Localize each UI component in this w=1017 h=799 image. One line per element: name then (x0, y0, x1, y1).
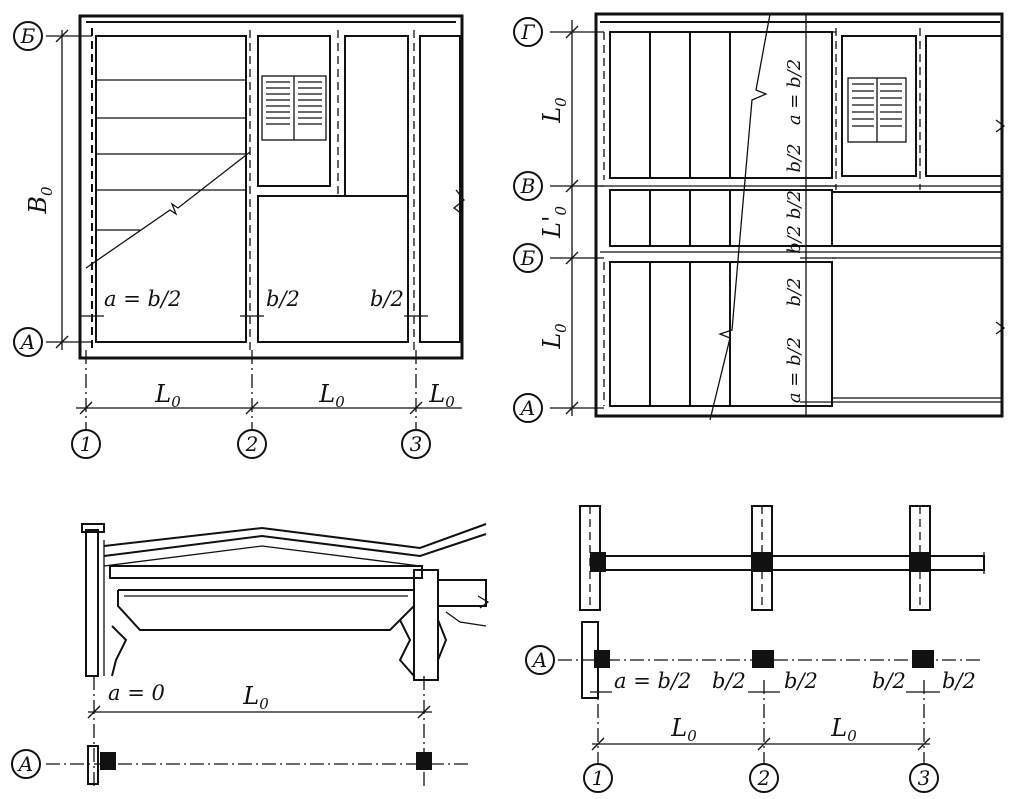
plan-top-right: Г В Б А L0 L'0 L0 a = b/2 b/2 b/2 b/2 b/… (513, 12, 1006, 423)
offset-mid: b/2 (266, 287, 300, 311)
span-section: L0 (242, 682, 269, 713)
axis-label-a: А (18, 330, 35, 354)
slab-panel-2 (257, 195, 409, 343)
axis-bubble-1 (71, 429, 101, 459)
axis-bubble-g (513, 17, 543, 47)
axis-label-b: Б (20, 24, 36, 48)
offset-first-plan: a = b/2 (614, 669, 691, 693)
axis-label-a-section: А (16, 752, 33, 776)
column-mid (413, 569, 439, 681)
plan-top-left: Б А 1 2 3 B0 a = b/2 b/2 b/2 L0 L0 L0 (13, 14, 465, 459)
axis-bubble-a-section (11, 749, 41, 779)
span-top: L0 (538, 97, 570, 124)
axis-label-3: 3 (410, 432, 423, 456)
axis-label-1-plan: 1 (592, 766, 605, 790)
bay-bottom-panel (609, 261, 833, 407)
axis-label-g: Г (520, 20, 535, 44)
axis-label-v: В (520, 174, 536, 198)
axis-label-2-plan: 2 (757, 766, 771, 790)
break-line-right (709, 13, 771, 421)
break-line (85, 151, 251, 269)
offset-2-left: b/2 (712, 669, 746, 693)
axis-bubble-2 (237, 429, 267, 459)
span-mid: L'0 (538, 206, 570, 240)
offset-upper: b/2 (784, 143, 805, 172)
corridor-panel (609, 189, 833, 247)
span-bottom: L0 (538, 323, 570, 350)
dim-width: B0 (24, 186, 56, 215)
axis-bubble-a (13, 327, 43, 357)
axis-bubble-3-plan (909, 763, 939, 793)
marker-2 (752, 650, 774, 668)
plan-bottom-right: А 1 2 3 a = b/2 b/2 b/2 b/2 b/2 L0 L0 (525, 505, 985, 793)
span-2-plan: L0 (830, 714, 857, 745)
roof-beam (109, 565, 423, 579)
column-left (85, 529, 99, 677)
axis-bubble-v (513, 171, 543, 201)
offset-mid-right: b/2 b/2 (784, 190, 805, 254)
axis-bubble-b (13, 21, 43, 51)
axis-bubble-a-plan (525, 645, 555, 675)
roof-line (103, 523, 487, 550)
axis-label-a-right: А (518, 396, 535, 420)
axis-label-3-plan: 3 (918, 766, 931, 790)
axis-label-1: 1 (80, 432, 93, 456)
span-3: L0 (428, 380, 455, 411)
offset-lower: b/2 (784, 277, 805, 306)
offset-a0: a = 0 (108, 681, 165, 705)
axis-label-b-right: Б (520, 246, 536, 270)
offset-bottom: a = b/2 (784, 337, 805, 403)
outer-wall (78, 14, 464, 360)
slab-panel-stair (257, 35, 331, 187)
axis-label-a-plan: А (530, 648, 547, 672)
offset-last: b/2 (370, 287, 404, 311)
axis-bubble-3 (401, 429, 431, 459)
offset-top: a = b/2 (784, 59, 805, 125)
axis-bubble-2-plan (749, 763, 779, 793)
slab-panel-1 (95, 35, 247, 343)
span-2: L0 (318, 380, 345, 411)
marker-3 (912, 650, 934, 668)
offset-3-left: b/2 (872, 669, 906, 693)
offset-2-right: b/2 (784, 669, 818, 693)
column-marker-left (100, 752, 116, 770)
axis-label-2: 2 (245, 432, 259, 456)
marker-1 (594, 650, 610, 668)
span-1: L0 (154, 380, 181, 411)
bay-top-panel (609, 31, 833, 179)
offset-3-right: b/2 (942, 669, 976, 693)
offset-first: a = b/2 (104, 287, 181, 311)
column-marker-right (416, 752, 432, 770)
stair-icon-right (847, 77, 907, 143)
axis-bubble-b-right (513, 243, 543, 273)
section-bottom-left: А a = 0 L0 (11, 523, 490, 790)
axis-bubble-1-plan (583, 763, 613, 793)
outer-wall-right (594, 12, 1004, 418)
stair-icon (261, 75, 327, 141)
span-1-plan: L0 (670, 714, 697, 745)
axis-bubble-a-right (513, 393, 543, 423)
